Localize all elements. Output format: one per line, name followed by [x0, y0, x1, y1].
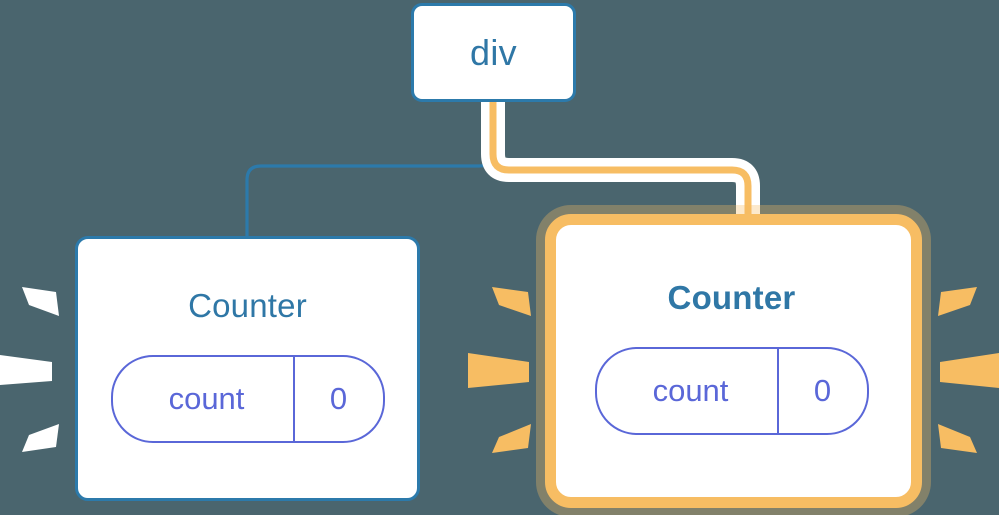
state-value-label: 0 — [292, 357, 383, 441]
sparkle-ray-icon — [938, 287, 977, 316]
sparkle-ray-icon — [492, 424, 531, 453]
node-div-label: div — [470, 31, 517, 73]
counter-right-body: Counter count 0 — [562, 231, 901, 490]
sparkle-group-left-counter — [0, 287, 59, 452]
sparkle-ray-icon — [938, 424, 977, 453]
edge-div-to-counter-left — [245, 100, 495, 238]
sparkle-group-right-counter-right — [938, 287, 999, 453]
node-counter-left[interactable]: Counter count 0 — [75, 236, 420, 501]
state-pill-right[interactable]: count 0 — [594, 347, 869, 435]
counter-left-body: Counter count 0 — [78, 239, 417, 498]
sparkle-ray-icon — [940, 353, 999, 388]
sparkle-ray-icon — [22, 287, 59, 316]
node-counter-right[interactable]: Counter count 0 — [559, 228, 904, 493]
state-value-label: 0 — [776, 349, 867, 433]
sparkle-group-right-counter-left — [468, 287, 531, 453]
node-counter-right-label: Counter — [667, 279, 796, 316]
sparkle-ray-icon — [0, 355, 52, 385]
sparkle-ray-icon — [22, 424, 59, 452]
sparkle-ray-icon — [468, 353, 529, 388]
state-pill-left[interactable]: count 0 — [110, 355, 385, 443]
node-div[interactable]: div — [411, 3, 576, 102]
state-key-label: count — [652, 373, 729, 408]
sparkle-ray-icon — [492, 287, 531, 316]
state-key-label: count — [168, 381, 245, 416]
node-counter-left-label: Counter — [188, 287, 307, 324]
